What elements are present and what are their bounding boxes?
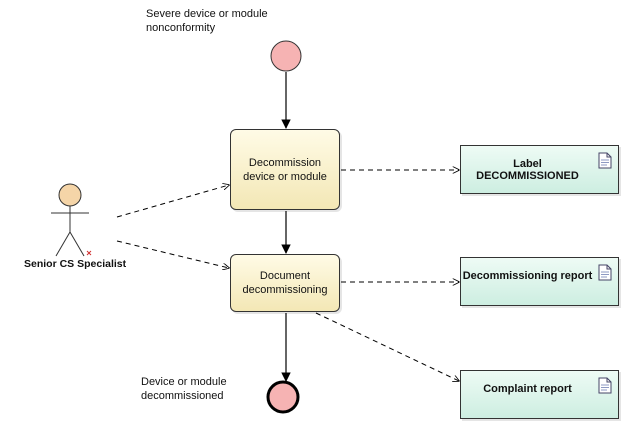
document-icon (598, 152, 612, 169)
task-decommission-device[interactable]: Decommission device or module (230, 129, 340, 210)
actor-left-leg (55, 231, 71, 257)
actor-head (58, 183, 82, 207)
actor-label: Senior CS Specialist (24, 258, 127, 270)
task-2-label-line-2: decommissioning (242, 284, 328, 296)
end-note-line-1: Device or module (141, 376, 227, 388)
artifact-1-label: Label DECOMMISSIONED (476, 158, 579, 182)
end-note-line-2: decommissioned (141, 390, 224, 402)
start-event-note: Severe device or module nonconformity (146, 7, 268, 35)
end-event-note: Device or module decommissioned (141, 375, 227, 403)
start-note-line-1: Severe device or module (146, 8, 268, 20)
artifact-3-label: Complaint report (483, 383, 572, 395)
actor-figure[interactable] (51, 183, 89, 257)
document-icon (598, 377, 612, 394)
artifact-decommissioning-report[interactable]: Decommissioning report (460, 257, 619, 306)
assoc-actor-to-decommission (116, 185, 229, 218)
assoc-actor-to-document (116, 240, 229, 268)
task-document-decommissioning[interactable]: Document decommissioning (230, 254, 340, 312)
actor-right-leg (69, 231, 85, 257)
task-1-label-line-1: Decommission (248, 156, 322, 169)
assoc-document-to-complaint (315, 312, 459, 381)
artifact-2-label: Decommissioning report (462, 270, 593, 282)
artifact-label-decommissioned[interactable]: Label DECOMMISSIONED (460, 145, 619, 194)
end-event[interactable] (266, 380, 300, 414)
task-1-label-line-2: device or module (243, 170, 327, 183)
artifact-complaint-report[interactable]: Complaint report (460, 370, 619, 419)
start-note-line-2: nonconformity (146, 22, 216, 34)
document-icon (598, 264, 612, 281)
task-2-label-line-1: Document (259, 270, 311, 282)
actor-marker-icon (86, 250, 92, 256)
start-event[interactable] (270, 40, 302, 72)
